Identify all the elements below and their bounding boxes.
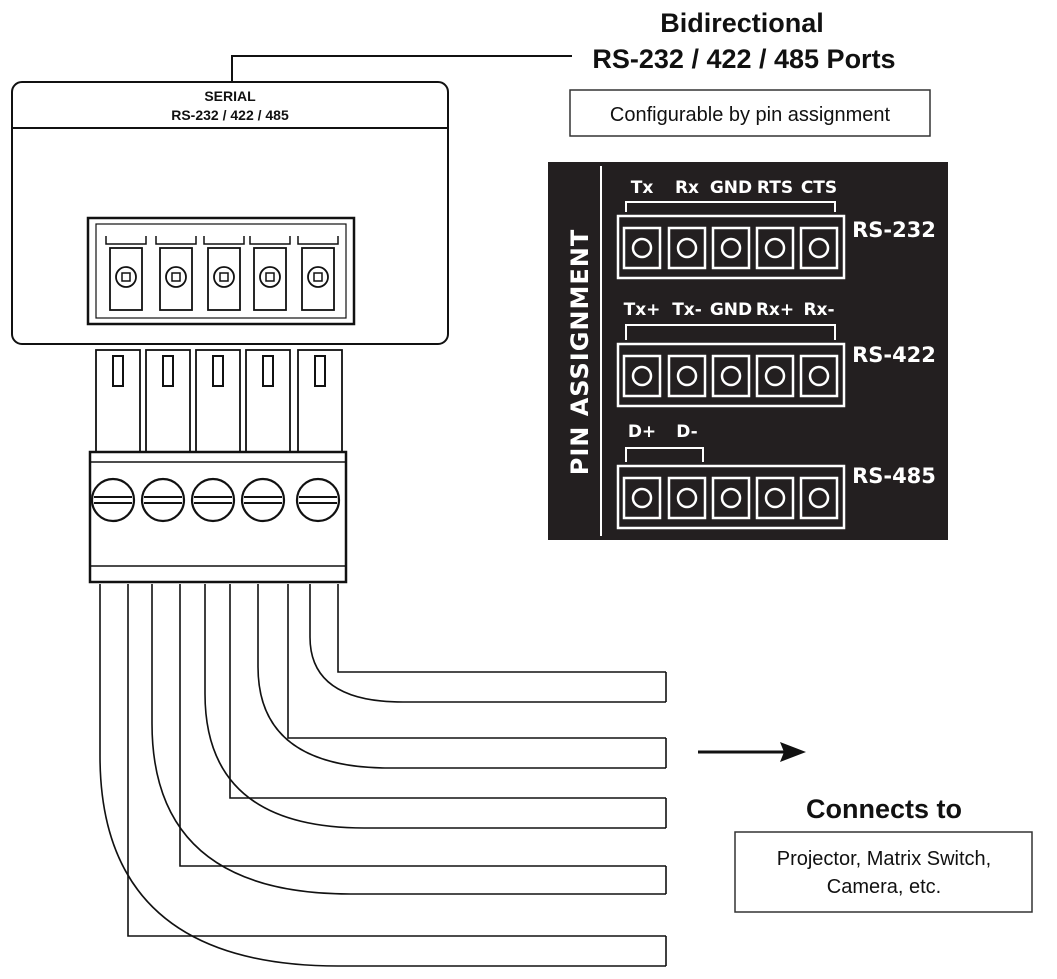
pin-row-name: RS-232 bbox=[852, 218, 936, 242]
serial-socket bbox=[86, 216, 356, 326]
connects-line1: Projector, Matrix Switch, bbox=[777, 848, 992, 870]
pin-socket-icon bbox=[711, 476, 751, 520]
pin-label: Tx+ bbox=[624, 300, 661, 320]
pin-bracket bbox=[625, 447, 704, 462]
pin-bracket bbox=[625, 201, 836, 212]
connects-heading: Connects to bbox=[806, 794, 962, 824]
plug-body bbox=[88, 450, 348, 584]
pin-socket-icon bbox=[622, 226, 662, 270]
header-callout: Bidirectional RS-232 / 422 / 485 Ports C… bbox=[231, 8, 931, 137]
pin-socket-icon bbox=[799, 476, 839, 520]
wire bbox=[309, 584, 667, 703]
pin-connector-outline bbox=[616, 214, 846, 280]
pin-socket-icon bbox=[755, 226, 795, 270]
pin-socket-icon bbox=[755, 476, 795, 520]
pin-label: Rx+ bbox=[756, 300, 794, 320]
plug-prong bbox=[195, 349, 241, 453]
wire bbox=[99, 584, 667, 967]
device-label-protocols: RS-232 / 422 / 485 bbox=[171, 107, 289, 123]
socket-pin bbox=[203, 236, 245, 311]
pin-label: D+ bbox=[628, 422, 656, 442]
direction-arrow bbox=[698, 742, 806, 762]
pin-connector-outline bbox=[616, 464, 846, 530]
plug-screw-icon bbox=[90, 477, 136, 523]
pin-socket-icon bbox=[622, 354, 662, 398]
wire bbox=[151, 584, 667, 895]
device-label-serial: SERIAL bbox=[204, 88, 256, 104]
device-panel: SERIAL RS-232 / 422 / 485 bbox=[11, 81, 449, 345]
pin-label: RTS bbox=[757, 178, 793, 198]
configurable-note-text: Configurable by pin assignment bbox=[610, 104, 891, 126]
socket-pin bbox=[297, 236, 339, 311]
pin-label: GND bbox=[710, 178, 752, 198]
pin-socket-icon bbox=[622, 476, 662, 520]
connects-box bbox=[734, 831, 1033, 913]
pin-label: Rx bbox=[675, 178, 699, 198]
pin-connector-outline bbox=[616, 342, 846, 408]
pin-label: Tx bbox=[631, 178, 654, 198]
pin-socket-icon bbox=[799, 354, 839, 398]
pin-socket-icon bbox=[667, 354, 707, 398]
pin-label: Tx- bbox=[672, 300, 702, 320]
plug-screw-icon bbox=[140, 477, 186, 523]
pin-label: D- bbox=[676, 422, 697, 442]
pin-socket-icon bbox=[667, 476, 707, 520]
pin-bracket bbox=[625, 324, 836, 340]
configurable-note-box bbox=[569, 89, 931, 137]
pin-row-name: RS-485 bbox=[852, 464, 936, 488]
pin-panel-vertical-title: PIN ASSIGNMENT bbox=[566, 229, 594, 475]
pin-row-name: RS-422 bbox=[852, 343, 936, 367]
connects-to-callout: Connects to Projector, Matrix Switch, Ca… bbox=[734, 794, 1033, 913]
plug-prong bbox=[297, 349, 343, 453]
plug-prong bbox=[95, 349, 141, 453]
wire bbox=[257, 584, 667, 769]
header-title-line2: RS-232 / 422 / 485 Ports bbox=[592, 44, 895, 74]
socket-pin bbox=[249, 236, 291, 311]
pin-socket-icon bbox=[755, 354, 795, 398]
header-title-line1: Bidirectional bbox=[660, 8, 824, 38]
pin-label: CTS bbox=[801, 178, 837, 198]
plug-prong bbox=[145, 349, 191, 453]
socket-pin bbox=[155, 236, 197, 311]
arrow-head-icon bbox=[780, 742, 806, 762]
pin-label: GND bbox=[710, 300, 752, 320]
terminal-block-plug bbox=[88, 349, 348, 584]
socket-pin bbox=[105, 236, 147, 311]
wire bbox=[204, 584, 667, 829]
pin-socket-icon bbox=[667, 226, 707, 270]
pin-socket-icon bbox=[799, 226, 839, 270]
cable-bundle bbox=[99, 584, 667, 967]
pin-label: Rx- bbox=[803, 300, 834, 320]
pin-socket-icon bbox=[711, 354, 751, 398]
plug-screw-icon bbox=[240, 477, 286, 523]
plug-screw-icon bbox=[190, 477, 236, 523]
connects-line2: Camera, etc. bbox=[827, 876, 941, 898]
callout-leader-line bbox=[231, 55, 572, 82]
plug-prong bbox=[245, 349, 291, 453]
plug-screw-icon bbox=[295, 477, 341, 523]
pin-socket-icon bbox=[711, 226, 751, 270]
pin-row-rs-485: D+ D- RS-485 bbox=[616, 422, 936, 530]
